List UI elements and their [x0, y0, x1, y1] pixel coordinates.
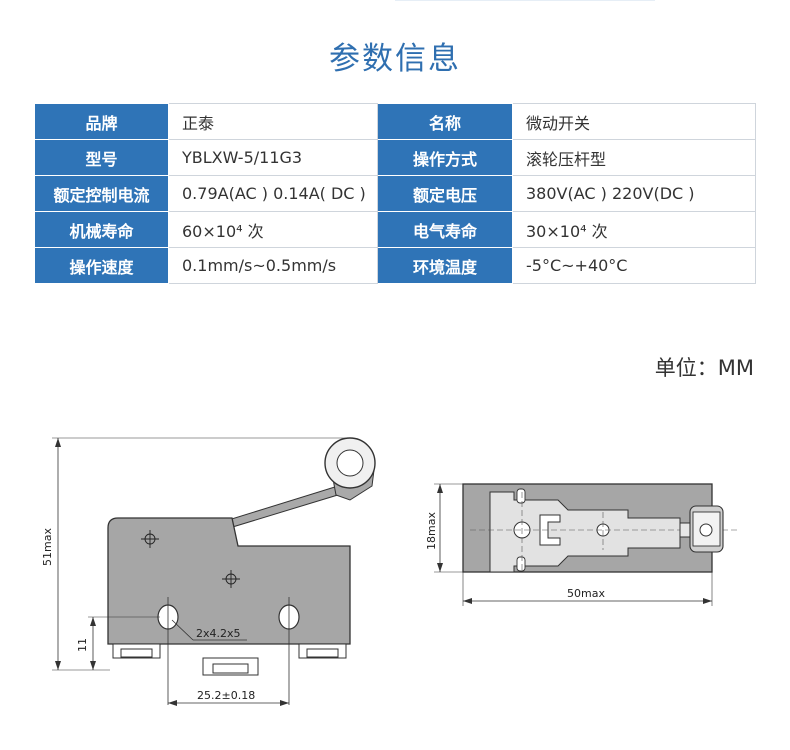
spec-value: 0.79A(AC ) 0.14A( DC ): [168, 175, 378, 212]
spec-key: 额定电压: [377, 175, 513, 212]
spec-key: 额定控制电流: [34, 175, 169, 212]
table-row: 额定控制电流 0.79A(AC ) 0.14A( DC ) 额定电压 380V(…: [34, 175, 756, 212]
spec-key: 操作速度: [34, 247, 169, 284]
spec-value: 0.1mm/s~0.5mm/s: [168, 247, 378, 284]
lower-dimension: 11: [76, 638, 89, 652]
switch-body: [107, 517, 351, 645]
page-title: 参数信息: [329, 41, 461, 77]
title-decoration-line: [395, 0, 655, 1]
spec-value: YBLXW-5/11G3: [168, 139, 378, 176]
hole-dimension: 2x4.2x5: [196, 627, 241, 640]
width-dimension: 50max: [567, 587, 605, 600]
hole-pitch-dimension: 25.2±0.18: [197, 689, 255, 702]
table-row: 操作速度 0.1mm/s~0.5mm/s 环境温度 -5°C~+40°C: [34, 247, 756, 284]
depth-dimension: 18max: [425, 512, 438, 550]
unit-label: 单位：MM: [654, 356, 754, 380]
roller-axle: [336, 449, 364, 477]
height-dimension: 51max: [41, 528, 54, 566]
spec-key: 品牌: [34, 103, 169, 140]
top-plate: [489, 491, 681, 573]
spec-key: 名称: [377, 103, 513, 140]
spec-key: 型号: [34, 139, 169, 176]
spec-key: 机械寿命: [34, 211, 169, 248]
side-view-drawing: 2x4.2x5 51max 11 25.2±0.18: [41, 437, 376, 706]
terminals: [112, 643, 347, 676]
top-view-drawing: 18max 50max: [425, 483, 740, 606]
spec-key: 电气寿命: [377, 211, 513, 248]
spec-value: 60×10⁴ 次: [168, 211, 378, 248]
spec-value: 正泰: [168, 103, 378, 140]
spec-key: 操作方式: [377, 139, 513, 176]
spec-table: 品牌 正泰 名称 微动开关 型号 YBLXW-5/11G3 操作方式 滚轮压杆型…: [34, 103, 756, 284]
table-row: 品牌 正泰 名称 微动开关: [34, 103, 756, 140]
spec-key: 环境温度: [377, 247, 513, 284]
lever-arm: [221, 485, 342, 530]
spec-value: 380V(AC ) 220V(DC ): [512, 175, 756, 212]
spec-value: -5°C~+40°C: [512, 247, 756, 284]
spec-value: 微动开关: [512, 103, 756, 140]
